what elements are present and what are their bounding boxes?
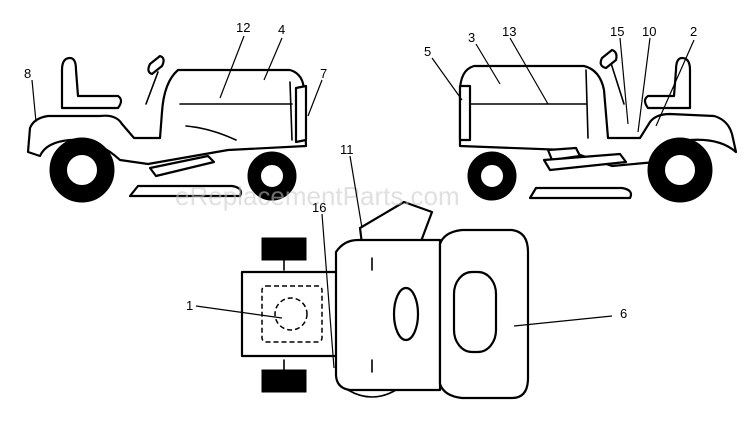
leader-16 — [321, 213, 335, 369]
leader-15 — [619, 37, 629, 125]
callout-11: 11 — [340, 142, 354, 157]
callout-2: 2 — [690, 24, 697, 39]
leader-1 — [195, 305, 283, 319]
right-side-view-tractor — [458, 48, 738, 203]
leader-13 — [509, 37, 549, 105]
leader-12 — [219, 35, 245, 99]
leader-5 — [431, 57, 463, 101]
callout-1: 1 — [186, 298, 193, 313]
leader-3 — [475, 43, 501, 85]
callout-7: 7 — [320, 66, 327, 81]
leader-6 — [513, 315, 613, 327]
leader-4 — [263, 37, 283, 81]
leader-2 — [655, 39, 695, 127]
leader-10 — [637, 37, 651, 133]
callout-8: 8 — [24, 66, 31, 81]
callout-6: 6 — [620, 306, 627, 321]
callout-3: 3 — [468, 30, 475, 45]
callout-4: 4 — [278, 22, 285, 37]
watermark-text: eReplacementParts.com — [175, 181, 460, 211]
callout-15: 15 — [610, 24, 624, 39]
leader-7 — [307, 79, 323, 117]
left-side-view-tractor — [26, 54, 308, 203]
callout-12: 12 — [236, 20, 250, 35]
top-view-tractor — [240, 200, 530, 400]
leader-lines — [31, 35, 695, 369]
leader-8 — [31, 79, 37, 123]
leader-11 — [349, 155, 363, 229]
callout-5: 5 — [424, 44, 431, 59]
callout-16: 16 — [312, 200, 326, 215]
callout-labels: 8 12 4 7 5 3 13 15 10 2 11 16 1 6 — [24, 20, 697, 321]
callout-13: 13 — [502, 24, 516, 39]
callout-10: 10 — [642, 24, 656, 39]
